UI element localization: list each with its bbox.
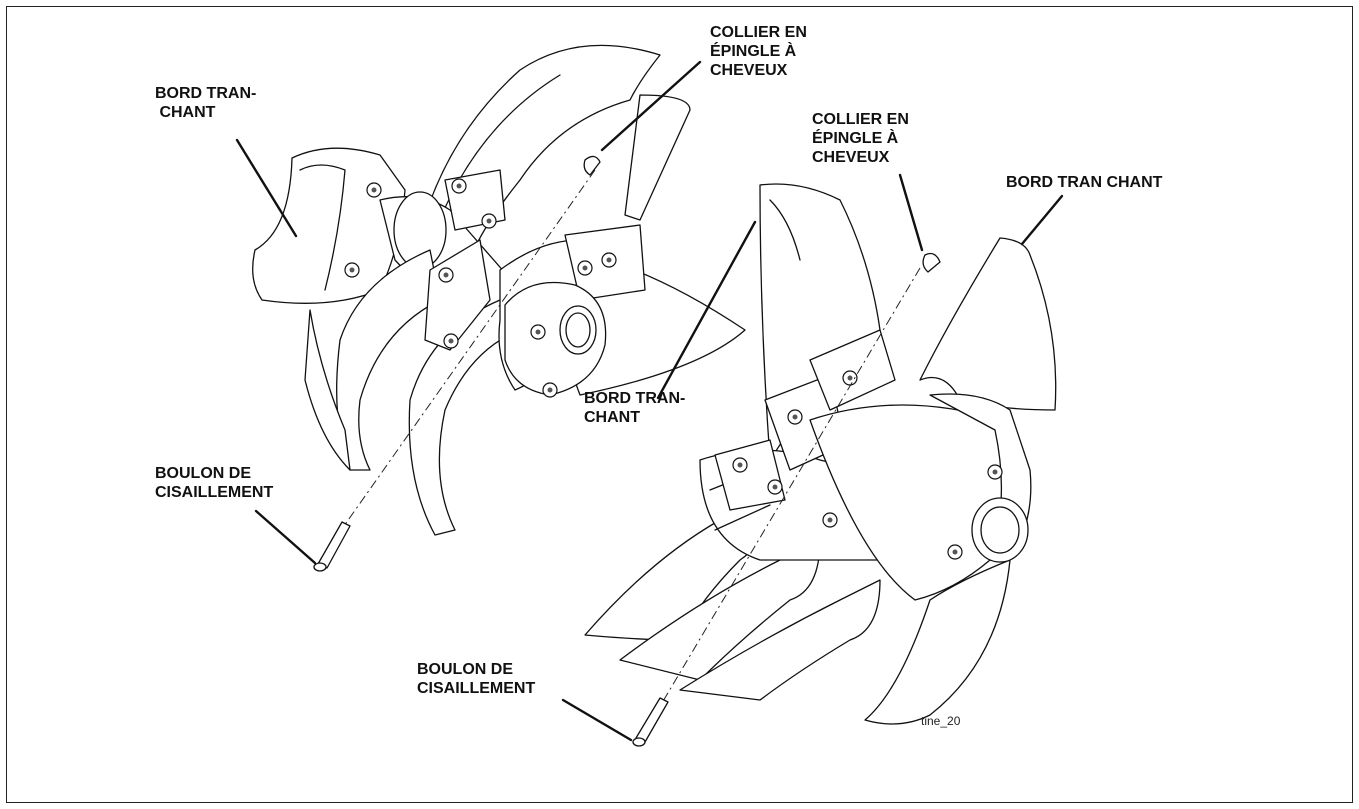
shear-bolt-label-left: BOULON DE CISAILLEMENT [155,465,274,501]
cutting-edge-label-right: BORD TRAN CHANT [1006,174,1163,191]
right-tine-assembly [584,183,1057,747]
figure-id-tag: tine_20 [921,714,961,728]
cutting-edge-label-top-left: BORD TRAN- CHANT [155,85,257,121]
cutting-edge-label-center: BORD TRAN- CHANT [584,390,686,426]
left-tine-assembly [252,44,746,572]
right-hub-bolts [732,370,1003,560]
hairpin-clip-label-top: COLLIER EN ÉPINGLE À CHEVEUX [710,24,807,79]
leader-lines [235,60,1064,742]
hairpin-clip-label-right: COLLIER EN ÉPINGLE À CHEVEUX [812,111,909,166]
shear-bolt-label-bottom: BOULON DE CISAILLEMENT [417,661,536,697]
left-hub-bolts [344,178,617,398]
left-shear-bolt [313,521,351,572]
bottom-shear-bolt [632,697,669,747]
